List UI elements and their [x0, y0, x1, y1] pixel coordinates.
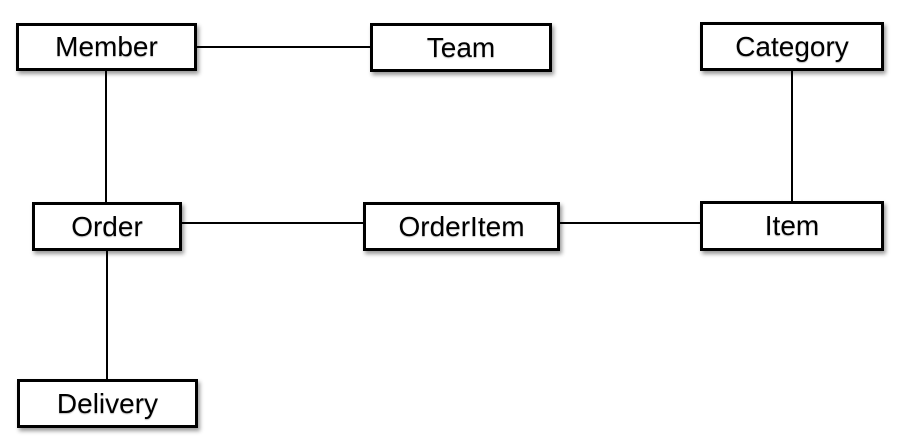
node-team-label: Team — [426, 31, 496, 63]
node-delivery: Delivery — [17, 379, 198, 428]
edge-order-delivery — [106, 251, 108, 379]
node-orderitem-label: OrderItem — [398, 210, 525, 242]
node-team: Team — [370, 23, 552, 72]
node-member-label: Member — [55, 31, 158, 62]
edge-orderitem-item — [560, 222, 700, 224]
edge-member-team — [197, 46, 370, 48]
edge-order-orderitem — [182, 222, 363, 224]
node-item-label: Item — [764, 210, 820, 241]
node-order: Order — [32, 202, 182, 251]
node-order-label: Order — [71, 210, 143, 242]
node-category-label: Category — [735, 30, 849, 62]
node-category: Category — [700, 22, 884, 71]
node-item: Item — [700, 201, 884, 251]
node-member: Member — [16, 23, 197, 71]
node-orderitem: OrderItem — [363, 202, 560, 251]
node-delivery-label: Delivery — [56, 387, 159, 419]
edge-member-order — [105, 71, 107, 202]
edge-category-item — [791, 71, 793, 201]
